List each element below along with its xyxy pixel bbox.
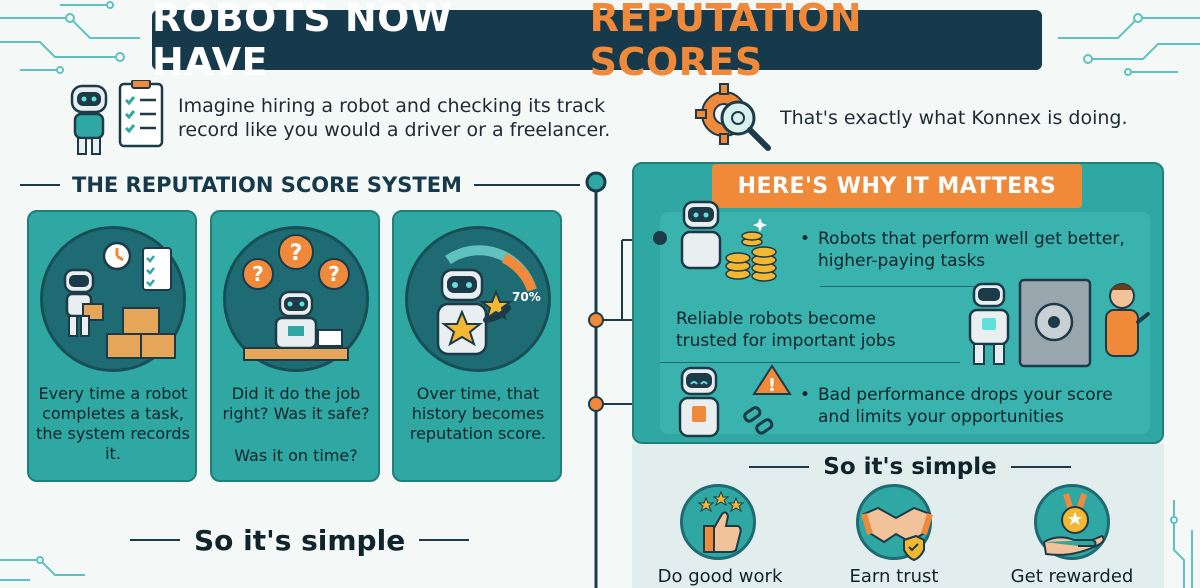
simple-rule-right bbox=[1010, 466, 1071, 468]
page-title: ROBOTS NOW HAVE REPUTATION SCORES bbox=[152, 0, 1042, 84]
robot-clipboard-icon bbox=[70, 80, 164, 155]
simple-rule-right bbox=[419, 539, 470, 541]
benefit-text-2: Reliable robots become trusted for impor… bbox=[676, 309, 896, 351]
section-heading-system: THE REPUTATION SCORE SYSTEM bbox=[20, 170, 580, 200]
system-card-record: Every time a robot completes a task, the… bbox=[27, 210, 197, 482]
gauge-label: 70% bbox=[512, 290, 541, 304]
card-text: Did it do the job right? Was it safe? bbox=[222, 384, 370, 423]
handshake-shield-icon bbox=[861, 506, 933, 562]
simple-rule-left bbox=[130, 539, 180, 541]
circuit-decoration-right bbox=[1058, 13, 1200, 76]
robot-boxes-stopwatch-icon bbox=[63, 241, 176, 359]
robot-questions-icon: ??? bbox=[242, 234, 350, 361]
system-card-history: 70% Over time, that history becomes repu… bbox=[392, 210, 562, 482]
benefit-bullet: • bbox=[800, 229, 811, 249]
sad-robot-warning-icon: ! bbox=[678, 364, 792, 438]
svg-text:?: ? bbox=[252, 262, 264, 286]
heading-rule-right bbox=[473, 184, 580, 186]
svg-text:?: ? bbox=[328, 262, 340, 286]
timeline-dot bbox=[653, 231, 667, 245]
step-label-rewarded: Get rewarded bbox=[1010, 566, 1134, 587]
card-text: Over time, that history becomes reputati… bbox=[409, 384, 547, 443]
title-part-1: ROBOTS NOW HAVE bbox=[152, 0, 453, 84]
robot-vault-person-icon bbox=[968, 278, 1150, 368]
svg-text:!: ! bbox=[768, 375, 776, 396]
hand-medal-icon bbox=[1043, 493, 1105, 556]
benefit-text-1: Robots that perform well get better, hig… bbox=[818, 229, 1125, 271]
circuit-decoration-left bbox=[0, 1, 140, 74]
circuit-decoration-bottom-right bbox=[1170, 500, 1193, 588]
robot-star-gauge-icon bbox=[436, 245, 537, 356]
step-label-good-work: Do good work bbox=[657, 566, 783, 587]
simple-label-text: So it's simple bbox=[194, 523, 406, 557]
thumbs-up-stars-icon bbox=[697, 490, 745, 553]
simple-heading-right: So it's simple bbox=[700, 452, 1120, 482]
system-card-evaluate: ??? Did it do the job right? Was it safe… bbox=[210, 210, 380, 482]
gear-magnifier-icon bbox=[695, 83, 771, 151]
card-extra-text: Was it on time? bbox=[234, 446, 358, 465]
step-label-earn-trust: Earn trust bbox=[849, 566, 939, 587]
simple-label-left: So it's simple bbox=[130, 520, 530, 560]
simple-heading-text: So it's simple bbox=[823, 454, 997, 480]
section-heading-text: THE REPUTATION SCORE SYSTEM bbox=[72, 173, 462, 197]
benefit-divider bbox=[660, 362, 960, 363]
konnex-text: That's exactly what Konnex is doing. bbox=[780, 107, 1128, 129]
title-part-2: REPUTATION SCORES bbox=[589, 0, 863, 84]
why-it-matters-heading: HERE'S WHY IT MATTERS bbox=[712, 164, 1082, 208]
simple-rule-left bbox=[749, 466, 810, 468]
benefit-bullet: • bbox=[800, 385, 811, 405]
benefit-divider bbox=[820, 286, 1000, 287]
benefit-text-3: Bad performance drops your score and lim… bbox=[818, 385, 1113, 427]
heading-rule-left bbox=[20, 184, 60, 186]
circuit-decoration-bottom-left bbox=[0, 556, 85, 581]
intro-text: Imagine hiring a robot and checking its … bbox=[178, 95, 611, 141]
card-text: Every time a robot completes a task, the… bbox=[36, 384, 190, 463]
robot-coins-icon bbox=[680, 200, 777, 282]
svg-text:?: ? bbox=[290, 241, 303, 266]
